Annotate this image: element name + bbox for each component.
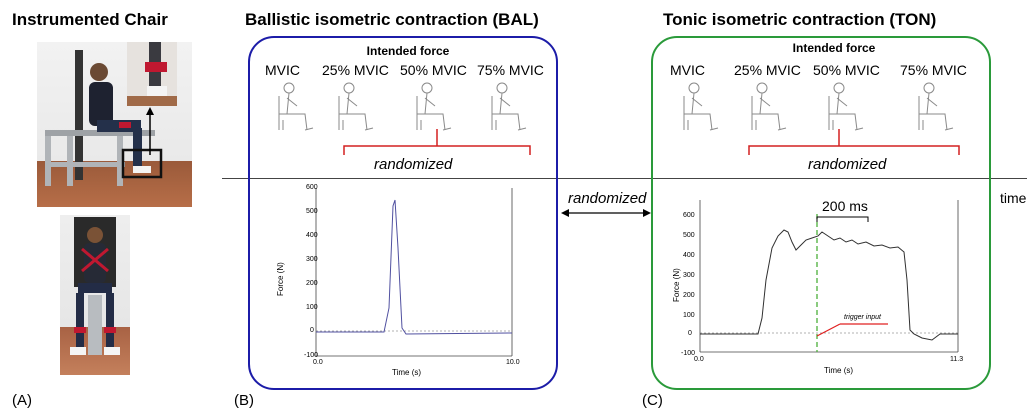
seated-figure-icon bbox=[491, 82, 527, 131]
bal-ytick-500: 500 bbox=[306, 208, 318, 215]
bal-condition-mvic: MVIC bbox=[265, 62, 300, 78]
ankle-inset-drawing bbox=[127, 42, 177, 106]
bal-ytick-300: 300 bbox=[306, 256, 318, 263]
ton-force-chart bbox=[699, 200, 959, 353]
seated-figure-icon bbox=[278, 82, 314, 131]
bal-ylabel: Force (N) bbox=[276, 262, 285, 296]
bal-frame bbox=[248, 36, 558, 390]
seated-figure-icon bbox=[338, 82, 374, 131]
ton-ytick-100: 100 bbox=[683, 312, 695, 319]
chair-front-drawing bbox=[70, 217, 120, 355]
ton-ytick-400: 400 bbox=[683, 252, 695, 259]
ankle-inset-photo bbox=[127, 42, 177, 106]
panel-b-title: Ballistic isometric contraction (BAL) bbox=[245, 10, 539, 29]
bal-ytick-0: 0 bbox=[310, 327, 314, 334]
bal-ytick-400: 400 bbox=[306, 232, 318, 239]
ton-frame bbox=[651, 36, 991, 390]
bal-ytick-100: 100 bbox=[306, 304, 318, 311]
bal-randomized-bracket bbox=[343, 129, 531, 155]
seated-figure-icon bbox=[751, 82, 787, 131]
seated-figure-icon bbox=[416, 82, 452, 131]
panel-a-title: Instrumented Chair bbox=[12, 10, 168, 29]
bal-ytick-neg100: -100 bbox=[304, 352, 319, 359]
bal-force-trace bbox=[316, 199, 513, 335]
bal-randomized-label: randomized bbox=[374, 156, 453, 173]
inset-arrow bbox=[146, 107, 154, 155]
duration-bracket bbox=[816, 216, 869, 222]
chair-front-photo bbox=[60, 215, 130, 375]
ton-force-trace bbox=[700, 229, 958, 341]
panel-c-label: (C) bbox=[642, 392, 663, 409]
ton-ylabel: Force (N) bbox=[672, 268, 681, 302]
bal-condition-50: 50% MVIC bbox=[400, 62, 467, 78]
panel-c-title: Tonic isometric contraction (TON) bbox=[663, 10, 937, 29]
timeline-axis bbox=[222, 178, 1027, 179]
time-label: time bbox=[1000, 190, 1027, 206]
panel-b-label: (B) bbox=[234, 392, 254, 409]
double-arrow bbox=[561, 209, 651, 217]
ton-intended-force: Intended force bbox=[792, 41, 876, 55]
bal-condition-25: 25% MVIC bbox=[322, 62, 389, 78]
ton-condition-25: 25% MVIC bbox=[734, 62, 801, 78]
duration-label: 200 ms bbox=[822, 198, 868, 214]
chair-side-drawing bbox=[45, 50, 163, 186]
trigger-pointer bbox=[816, 323, 841, 337]
bal-xlabel: Time (s) bbox=[392, 368, 422, 377]
ton-ytick-600: 600 bbox=[683, 212, 695, 219]
ton-condition-mvic: MVIC bbox=[670, 62, 705, 78]
bal-xtick-end: 10.0 bbox=[506, 359, 520, 366]
seated-figure-icon bbox=[828, 82, 864, 131]
bal-ytick-600: 600 bbox=[306, 184, 318, 191]
ton-ytick-200: 200 bbox=[683, 292, 695, 299]
ton-ytick-300: 300 bbox=[683, 272, 695, 279]
middle-randomized-label: randomized bbox=[568, 190, 647, 207]
bal-condition-75: 75% MVIC bbox=[477, 62, 544, 78]
trigger-label: trigger input bbox=[844, 314, 881, 321]
ton-condition-75: 75% MVIC bbox=[900, 62, 967, 78]
bal-force-chart bbox=[315, 188, 513, 357]
ton-ytick-neg100: -100 bbox=[681, 350, 696, 357]
bal-xtick-start: 0.0 bbox=[313, 359, 323, 366]
ton-seated-figures bbox=[683, 82, 954, 131]
bal-intended-force: Intended force bbox=[366, 44, 450, 58]
ton-ytick-500: 500 bbox=[683, 232, 695, 239]
seated-figure-icon bbox=[683, 82, 719, 131]
ton-condition-50: 50% MVIC bbox=[813, 62, 880, 78]
bal-seated-figures bbox=[278, 82, 527, 131]
seated-figure-icon bbox=[918, 82, 954, 131]
ton-ytick-0: 0 bbox=[688, 330, 692, 337]
ton-randomized-bracket bbox=[748, 129, 960, 155]
ton-xtick-start: 0.0 bbox=[694, 356, 704, 363]
ton-xtick-end: 11.3 bbox=[950, 356, 964, 363]
panel-a-label: (A) bbox=[12, 392, 32, 409]
ton-xlabel: Time (s) bbox=[824, 366, 854, 375]
bal-ytick-200: 200 bbox=[306, 280, 318, 287]
ton-randomized-label: randomized bbox=[808, 156, 887, 173]
